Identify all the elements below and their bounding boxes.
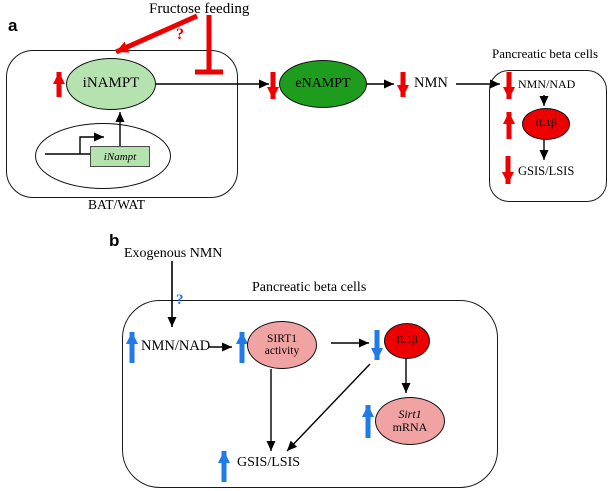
promoter-arrow	[79, 132, 104, 154]
il1b-node-a: IL1β	[522, 108, 570, 140]
pancreatic-beta-cells-label-b: Pancreatic beta cells	[252, 280, 367, 295]
gsis-lsis-label-a: GSIS/LSIS	[518, 164, 575, 178]
sirt1-mrna-line1: Sirt1	[398, 407, 422, 422]
panel-b-label: b	[109, 231, 120, 250]
gsis-lsis-label-b: GSIS/LSIS	[237, 455, 301, 470]
pancreatic-beta-cells-box-b	[122, 300, 498, 488]
il1b-label-a: IL1β	[535, 117, 557, 130]
sirt1-activity-node: SIRT1 activity	[247, 321, 317, 369]
exogenous-nmn-label: Exogenous NMN	[124, 246, 223, 261]
fructose-to-inampt-arrow	[114, 13, 199, 55]
nucleus-ellipse	[35, 123, 171, 189]
inampt-label: iNAMPT	[82, 75, 140, 92]
sirt1-mrna-line2: mRNA	[392, 420, 428, 434]
inampt-gene-label: iNampt	[103, 150, 137, 163]
pancreatic-beta-cells-box-a	[489, 70, 607, 202]
sirt1-mrna-node: Sirt1 mRNA	[375, 397, 445, 445]
blue-question-mark: ?	[176, 292, 184, 308]
inampt-node: iNAMPT	[66, 58, 156, 110]
nmn-nad-label-a: NMN/NAD	[518, 77, 576, 91]
panel-a-label: a	[8, 16, 18, 35]
sirt1-activity-line1: SIRT1	[267, 332, 297, 345]
sirt1-activity-line2: activity	[264, 345, 300, 357]
inampt-gene-node: iNampt	[90, 146, 150, 167]
nmn-nad-label-b: NMN/NAD	[141, 338, 211, 354]
pancreatic-beta-cells-label-a: Pancreatic beta cells	[492, 46, 599, 61]
sirt1-activity-label: SIRT1 activity	[265, 333, 300, 357]
bat-wat-label: BAT/WAT	[88, 197, 145, 212]
red-question-mark: ?	[176, 26, 184, 43]
nmn-label: NMN	[414, 75, 448, 91]
enampt-label: eNAMPT	[295, 75, 351, 91]
sirt1-mrna-label: Sirt1 mRNA	[393, 408, 428, 433]
enampt-node: eNAMPT	[279, 60, 367, 108]
il1b-node-b: IL1β	[384, 323, 430, 359]
il1b-label-b: IL1β	[396, 334, 418, 347]
fructose-feeding-label: Fructose feeding	[149, 1, 250, 17]
il1b-to-gsis-diagonal-arrow	[286, 363, 371, 452]
